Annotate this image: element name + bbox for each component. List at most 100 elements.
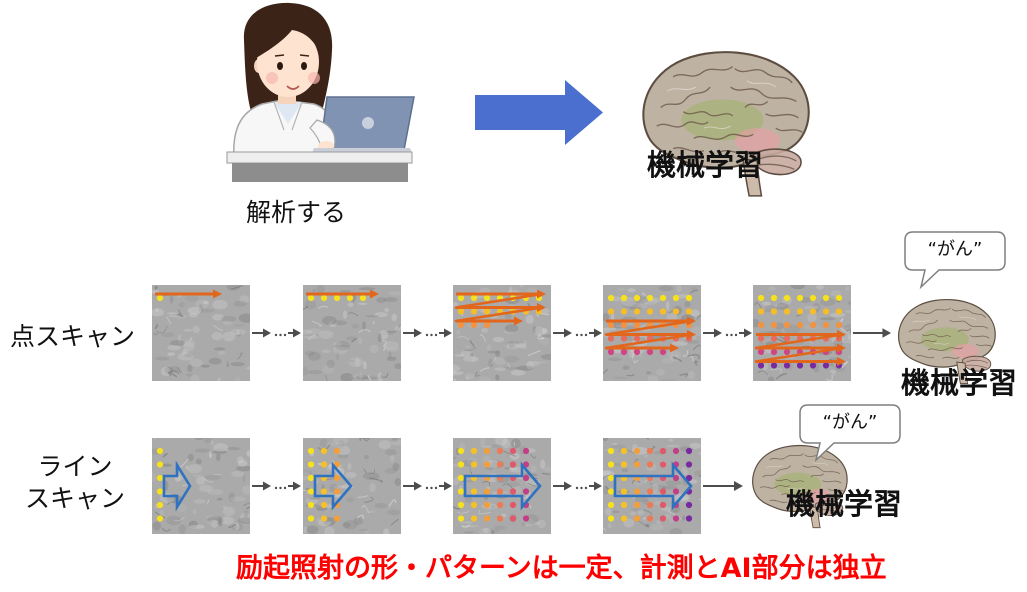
line-scan-label-line1: ライン: [37, 452, 113, 481]
scan-dot: [156, 501, 164, 509]
scan-dot: [633, 447, 641, 455]
scan-dot: [783, 362, 791, 369]
scan-dot: [320, 515, 328, 522]
speech-bubble-shape: [799, 404, 901, 463]
scan-dot: [333, 474, 341, 482]
micrograph-texture: [152, 285, 250, 381]
scan-dot: [607, 501, 615, 509]
scan-direction-arrow: [162, 460, 192, 512]
scan-dot: [346, 294, 354, 302]
scan-dot: [659, 488, 667, 495]
scan-direction-arrow: [754, 330, 846, 366]
scan-dot: [646, 461, 654, 468]
scan-dot: [156, 294, 164, 302]
scan-dot: [783, 321, 791, 329]
scan-dot: [620, 488, 628, 495]
speech-bubble-shape: [904, 231, 1006, 290]
scan-dot: [483, 515, 491, 522]
to-ml-arrow: [702, 480, 744, 492]
progress-connector-arrow: [702, 327, 752, 339]
progress-connector-arrow: [251, 327, 301, 339]
scan-dot: [620, 321, 628, 329]
scan-dot: [770, 348, 778, 356]
scan-dot: [483, 321, 491, 329]
line-scan-label-line2: スキャン: [24, 484, 125, 513]
scan-dot: [457, 488, 465, 495]
scan-dot: [796, 362, 804, 369]
machine-learning-label: 機械学習: [786, 487, 903, 521]
scan-dot: [333, 488, 341, 495]
scan-dot: [457, 308, 465, 315]
scan-dot: [156, 447, 164, 455]
scan-dot: [509, 461, 517, 468]
progress-connector-arrow: [552, 480, 602, 492]
scan-dot: [156, 461, 164, 468]
scan-dot: [307, 294, 315, 302]
scan-dot: [659, 348, 667, 356]
analyze-label: 解析する: [246, 198, 347, 227]
scan-direction-arrow: [604, 316, 696, 353]
scan-dot: [633, 294, 641, 302]
scan-dot: [633, 348, 641, 356]
line-scan-panel: [603, 438, 701, 534]
scan-dot: [509, 515, 517, 522]
scan-dot: [672, 308, 680, 315]
scan-dot: [757, 362, 765, 369]
scan-dot: [620, 501, 628, 509]
scan-dot: [672, 474, 680, 482]
scan-dot: [685, 461, 693, 468]
scan-dot: [633, 488, 641, 495]
machine-learning-label: 機械学習: [901, 366, 1018, 400]
micrograph-texture: [303, 285, 401, 381]
scan-dot: [633, 335, 641, 342]
scan-dot: [757, 335, 765, 342]
scan-dot: [822, 362, 830, 369]
scan-dot: [156, 474, 164, 482]
scan-dot: [633, 321, 641, 329]
scan-dot: [620, 515, 628, 522]
scan-dot: [685, 515, 693, 522]
scan-dot: [620, 447, 628, 455]
scan-dot: [320, 294, 328, 302]
caption: 励起照射の形・パターンは一定、計測とAI部分は独立: [236, 553, 887, 584]
scan-dot: [483, 501, 491, 509]
speech-bubble-text: “がん”: [822, 412, 878, 433]
scan-dot: [659, 515, 667, 522]
scan-dot: [822, 308, 830, 315]
point-scan-panel: [303, 285, 401, 381]
scan-direction-arrow: [155, 289, 222, 299]
scan-dot: [809, 308, 817, 315]
scan-dot: [522, 474, 530, 482]
scan-dot: [607, 474, 615, 482]
speech-bubble: “がん”: [798, 403, 902, 463]
scan-dot: [646, 348, 654, 356]
scan-dot: [496, 488, 504, 495]
progress-connector-arrow: [402, 480, 452, 492]
scan-dot: [620, 461, 628, 468]
scan-dot: [757, 348, 765, 356]
scan-dot: [783, 348, 791, 356]
scan-dot: [457, 447, 465, 455]
line-scan-label: ライン スキャン: [20, 451, 130, 515]
micrograph-texture: [152, 438, 250, 534]
scan-dot: [333, 515, 341, 522]
scan-dot: [522, 447, 530, 455]
scan-dot: [835, 294, 843, 302]
scan-dot: [633, 501, 641, 509]
scan-direction-arrow: [463, 461, 542, 511]
scan-dot: [646, 501, 654, 509]
scan-dot: [607, 461, 615, 468]
scan-dot: [307, 461, 315, 468]
scan-dot: [646, 488, 654, 495]
scan-dot: [483, 294, 491, 302]
scan-dot: [646, 515, 654, 522]
scan-dot: [672, 488, 680, 495]
scan-dot: [783, 294, 791, 302]
scan-dot: [659, 501, 667, 509]
scan-dot: [457, 321, 465, 329]
scan-dot: [156, 488, 164, 495]
scan-dot: [607, 447, 615, 455]
scan-dot: [809, 294, 817, 302]
scan-dot: [522, 515, 530, 522]
scan-dot: [633, 461, 641, 468]
